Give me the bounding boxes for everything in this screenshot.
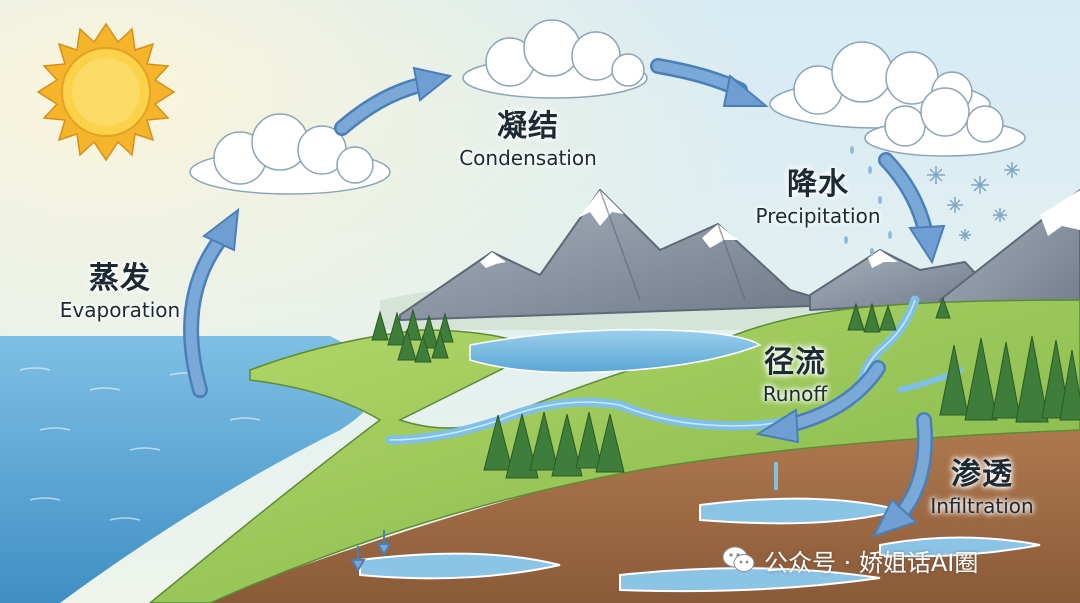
arrow-condensation xyxy=(334,66,453,136)
wechat-icon xyxy=(722,546,755,572)
seepage-arrows xyxy=(350,462,778,572)
evaporation-zh: 蒸发 xyxy=(89,261,151,296)
process-arrows xyxy=(183,58,946,538)
forest-right xyxy=(847,296,1080,423)
runoff-zh: 径流 xyxy=(764,345,826,380)
evaporation-en: Evaporation xyxy=(59,298,181,322)
condensation-en: Condensation xyxy=(459,146,597,170)
ocean xyxy=(0,336,378,603)
label-condensation: 凝结 Condensation xyxy=(438,110,618,169)
sun-icon xyxy=(36,22,176,162)
cloud-precipitation xyxy=(769,41,1026,157)
infiltration-zh: 渗透 xyxy=(951,457,1013,492)
forest-left xyxy=(371,308,454,363)
condensation-zh: 凝结 xyxy=(497,109,559,144)
label-precipitation: 降水 Precipitation xyxy=(738,168,898,227)
label-runoff: 径流 Runoff xyxy=(740,346,850,405)
watermark: 公众号 · 娇姐话AI圈 xyxy=(722,540,978,580)
groundwater xyxy=(359,497,1041,593)
snowflake-icons xyxy=(927,162,1020,241)
cloud-evaporation xyxy=(189,113,391,195)
watermark-text: 公众号 · 娇姐话AI圈 xyxy=(764,548,979,577)
arrow-cloud-transport xyxy=(650,58,769,107)
arrow-evaporation xyxy=(183,207,240,398)
cloud-condensation xyxy=(462,19,648,99)
runoff-en: Runoff xyxy=(762,382,828,406)
label-evaporation: 蒸发 Evaporation xyxy=(40,262,200,321)
lake xyxy=(469,329,762,374)
arrow-infiltration xyxy=(872,412,933,538)
infiltration-en: Infiltration xyxy=(930,494,1034,518)
arrow-runoff xyxy=(755,360,886,444)
precipitation-zh: 降水 xyxy=(787,167,849,202)
river-highlight xyxy=(389,299,916,441)
ocean-waves xyxy=(19,367,261,521)
forest-center xyxy=(483,411,625,479)
label-infiltration: 渗透 Infiltration xyxy=(912,458,1052,517)
arrow-precipitation xyxy=(878,152,946,265)
precipitation-en: Precipitation xyxy=(755,204,881,228)
